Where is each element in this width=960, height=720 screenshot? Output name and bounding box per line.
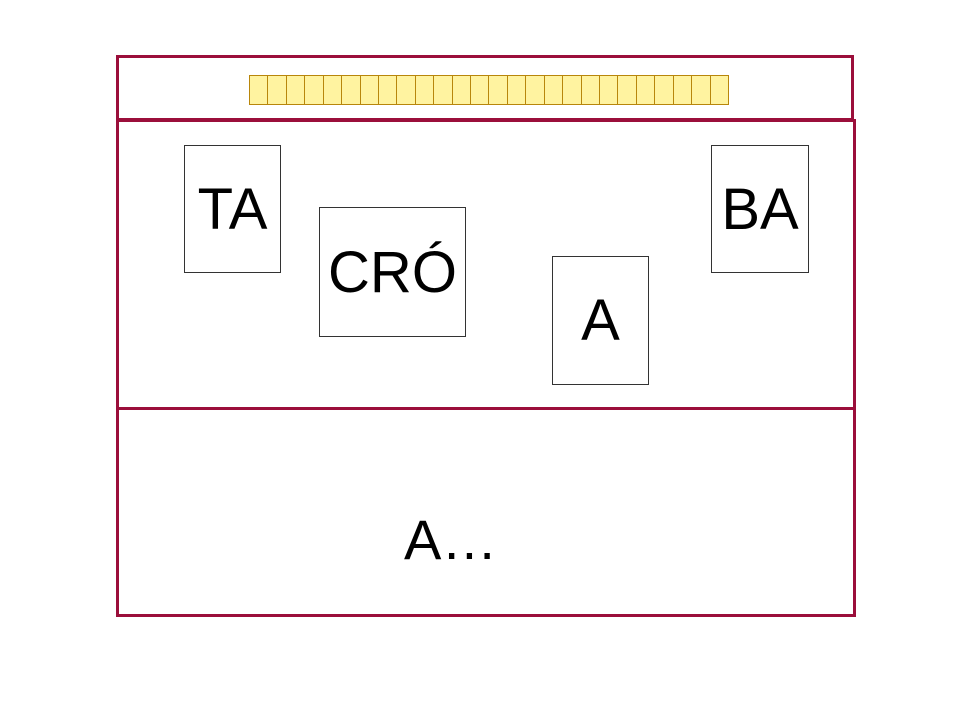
syllable-card-a[interactable]: A — [552, 256, 649, 385]
progress-cell — [600, 76, 619, 104]
progress-cell — [360, 76, 379, 104]
progress-cell — [581, 76, 601, 104]
progress-cell — [673, 76, 693, 104]
progress-cell — [710, 76, 728, 104]
progress-cell — [415, 76, 435, 104]
syllable-card-cro[interactable]: CRÓ — [319, 207, 466, 337]
progress-cell — [286, 76, 306, 104]
progress-cell — [323, 76, 343, 104]
progress-cell — [250, 76, 269, 104]
progress-cell — [692, 76, 711, 104]
syllable-card-ba[interactable]: BA — [711, 145, 809, 273]
progress-cell — [434, 76, 453, 104]
progress-cell — [636, 76, 656, 104]
answer-area — [116, 407, 856, 617]
progress-cell — [563, 76, 582, 104]
progress-cell — [268, 76, 287, 104]
progress-cell — [397, 76, 416, 104]
progress-cell — [378, 76, 398, 104]
progress-cell — [452, 76, 472, 104]
progress-cell — [342, 76, 361, 104]
answer-text: A… — [404, 508, 498, 571]
progress-cell — [544, 76, 564, 104]
progress-bar — [249, 75, 729, 105]
progress-cell — [489, 76, 508, 104]
progress-cell — [618, 76, 637, 104]
progress-cell — [507, 76, 527, 104]
progress-cell — [526, 76, 545, 104]
syllable-card-ta[interactable]: TA — [184, 145, 281, 273]
progress-cell — [471, 76, 490, 104]
progress-cell — [305, 76, 324, 104]
progress-cell — [655, 76, 674, 104]
